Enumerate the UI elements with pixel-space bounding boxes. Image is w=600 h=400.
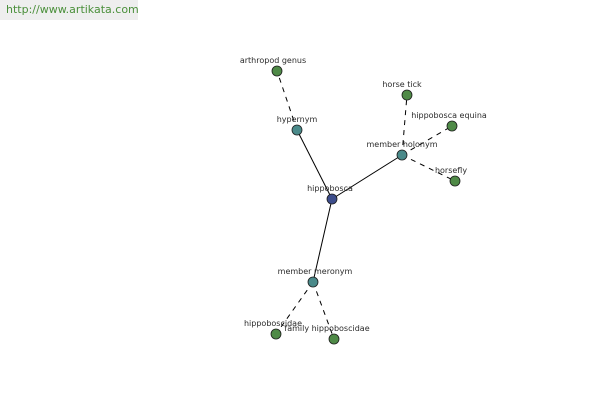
node-member-meronym[interactable]: [307, 276, 319, 288]
node-label-member-meronym[interactable]: member meronym: [278, 267, 353, 276]
node-label-family-hippoboscidae[interactable]: family hippoboscidae: [284, 324, 369, 333]
node-family-hippoboscidae[interactable]: [328, 333, 340, 345]
site-link[interactable]: http://www.artikata.com: [6, 3, 139, 16]
nodes-layer: [270, 65, 461, 345]
edges-layer: [275, 70, 456, 340]
node-label-hypernym[interactable]: hypernym: [277, 115, 318, 124]
node-label-member-holonym[interactable]: member holonym: [366, 140, 437, 149]
url-banner: http://www.artikata.com: [0, 0, 139, 20]
node-horse-tick[interactable]: [401, 89, 413, 101]
node-label-hippoboscidae[interactable]: hippoboscidae: [244, 319, 302, 328]
node-member-holonym[interactable]: [396, 149, 408, 161]
node-hippoboscidae[interactable]: [270, 328, 282, 340]
edge-member-meronym-to-hippoboscidae: [275, 281, 314, 335]
edge-hypernym-to-arthropod-genus: [276, 70, 298, 131]
node-label-arthropod-genus[interactable]: arthropod genus: [240, 56, 306, 65]
edge-hippobosca-to-member-meronym: [312, 198, 333, 283]
edge-hippobosca-to-hypernym: [296, 129, 333, 200]
node-label-hippobosca-equina[interactable]: hippobosca equina: [411, 111, 487, 120]
node-horsefly[interactable]: [449, 175, 461, 187]
node-label-horsefly[interactable]: horsefly: [435, 166, 467, 175]
labels-layer: hippobosca hypernym member holonym member m…: [240, 56, 487, 333]
node-hippobosca-equina[interactable]: [446, 120, 458, 132]
node-hypernym[interactable]: [291, 124, 303, 136]
edge-member-holonym-to-horse-tick: [401, 94, 408, 156]
node-label-horse-tick[interactable]: horse tick: [382, 80, 422, 89]
node-arthropod-genus[interactable]: [271, 65, 283, 77]
edge-hippobosca-to-member-holonym: [331, 154, 403, 200]
node-label-hippobosca[interactable]: hippobosca: [307, 184, 353, 193]
node-hippobosca[interactable]: [326, 193, 338, 205]
edge-member-meronym-to-family-hippoboscidae: [312, 281, 335, 340]
